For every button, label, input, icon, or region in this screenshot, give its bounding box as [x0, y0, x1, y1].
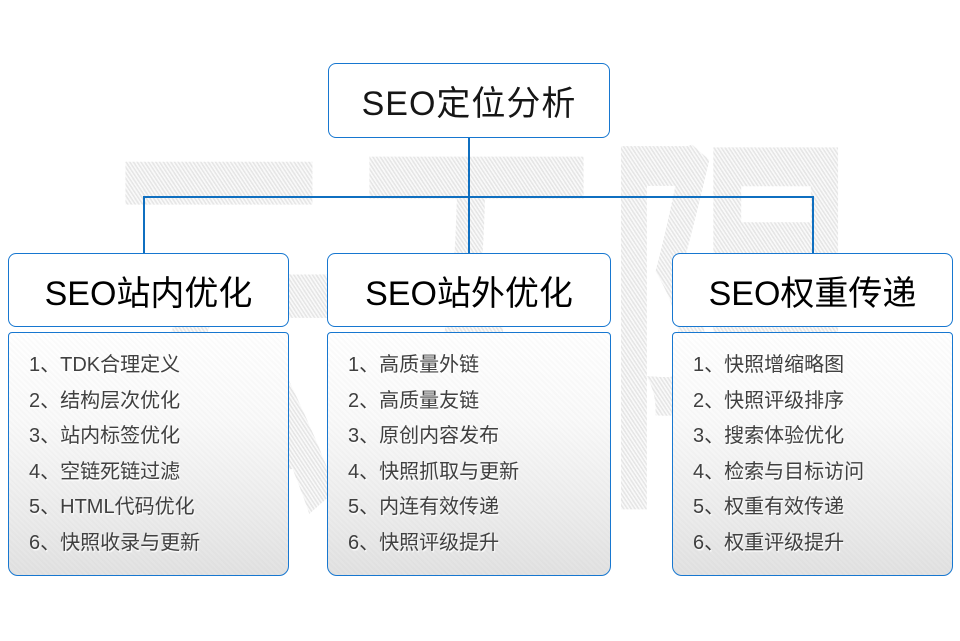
connector-left-stub [143, 196, 145, 253]
column-header-label: SEO站外优化 [365, 274, 573, 313]
column-list-weight: 1、快照增缩略图 2、快照评级排序 3、搜索体验优化 4、检索与目标访问 5、权… [672, 332, 953, 576]
column-weight-transfer: SEO权重传递 1、快照增缩略图 2、快照评级排序 3、搜索体验优化 4、检索与… [672, 253, 953, 576]
column-list-offsite: 1、高质量外链 2、高质量友链 3、原创内容发布 4、快照抓取与更新 5、内连有… [327, 332, 611, 576]
list-item: 6、快照收录与更新 [29, 531, 201, 554]
list-item: 3、搜索体验优化 [693, 425, 845, 447]
list-item: 6、权重评级提升 [693, 531, 845, 554]
column-offsite-optimization: SEO站外优化 1、高质量外链 2、高质量友链 3、原创内容发布 4、快照抓取与… [327, 253, 611, 576]
list-item: 5、HTML代码优化 [29, 496, 195, 518]
column-header-label: SEO权重传递 [708, 274, 917, 313]
column-header-offsite: SEO站外优化 [327, 253, 611, 327]
list-item: 2、结构层次优化 [29, 389, 181, 412]
list-item: 6、快照评级提升 [348, 531, 500, 554]
column-header-onsite: SEO站内优化 [8, 253, 289, 327]
list-item: 1、快照增缩略图 [693, 354, 845, 376]
list-item: 4、快照抓取与更新 [348, 460, 520, 483]
connector-middle-stub [468, 196, 470, 253]
list-item: 2、快照评级排序 [693, 389, 845, 412]
node-seo-positioning-analysis: SEO定位分析 [328, 63, 610, 138]
list-item: 2、高质量友链 [348, 389, 480, 412]
column-header-weight: SEO权重传递 [672, 253, 953, 327]
column-header-label: SEO站内优化 [44, 274, 253, 313]
list-item: 3、原创内容发布 [348, 425, 500, 447]
column-onsite-optimization: SEO站内优化 1、TDK合理定义 2、结构层次优化 3、站内标签优化 4、空链… [8, 253, 289, 576]
connector-root-stem [468, 138, 470, 196]
list-item: 1、TDK合理定义 [29, 354, 181, 376]
list-item: 3、站内标签优化 [29, 425, 181, 447]
list-item: 1、高质量外链 [348, 354, 480, 376]
list-item: 4、空链死链过滤 [29, 460, 181, 483]
connector-right-stub [812, 196, 814, 253]
root-node-label: SEO定位分析 [361, 85, 577, 123]
connector-branch-bar [143, 196, 813, 198]
list-item: 5、内连有效传递 [348, 496, 500, 518]
column-list-onsite: 1、TDK合理定义 2、结构层次优化 3、站内标签优化 4、空链死链过滤 5、H… [8, 332, 289, 576]
list-item: 5、权重有效传递 [693, 496, 845, 518]
list-item: 4、检索与目标访问 [693, 460, 865, 483]
